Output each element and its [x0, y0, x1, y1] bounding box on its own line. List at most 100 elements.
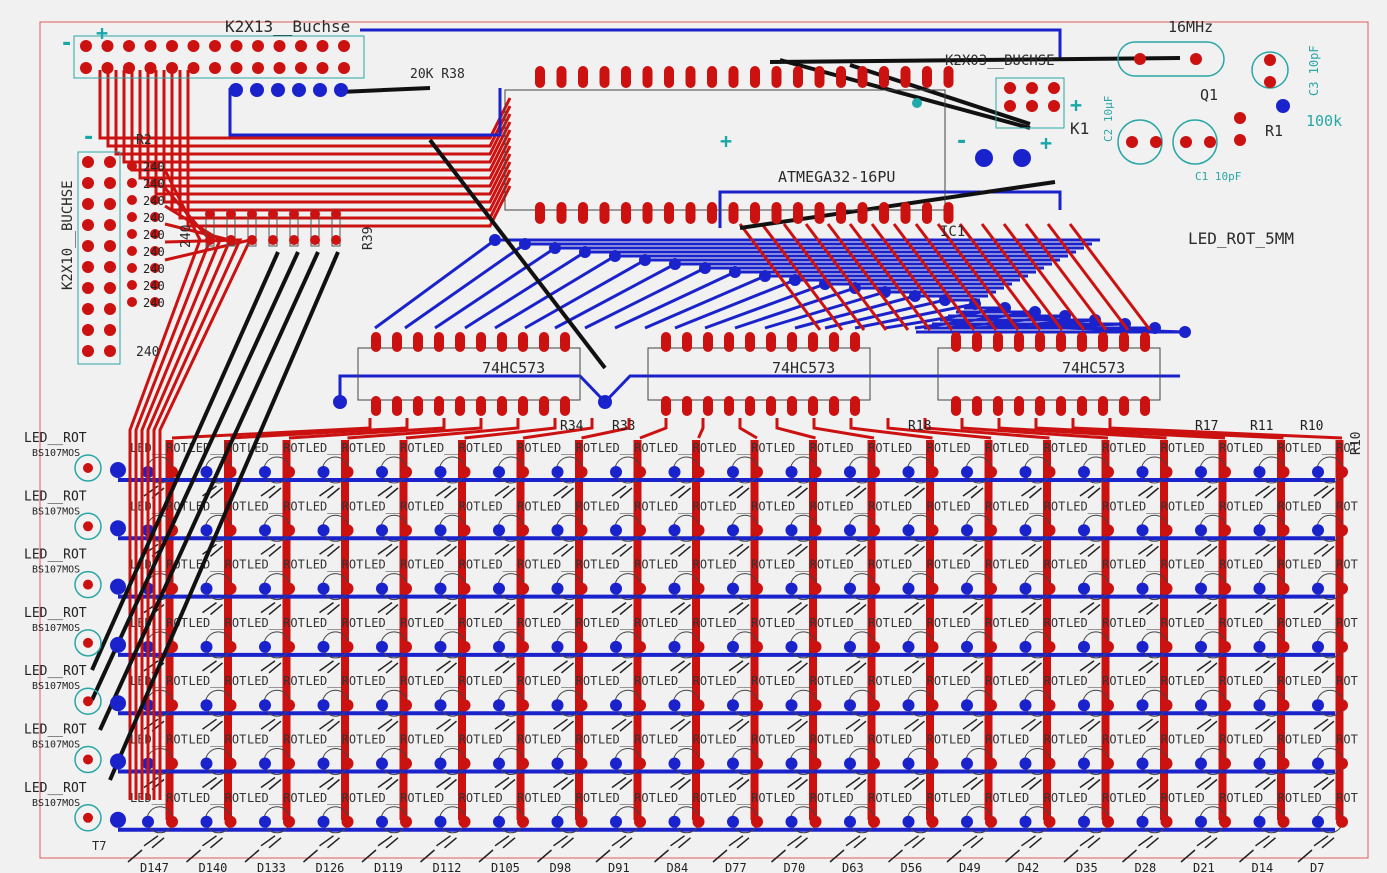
header-side-pin	[104, 198, 116, 210]
latch-pin	[703, 396, 713, 416]
led-silk: LED__ROT	[481, 441, 539, 455]
led-arrow	[1021, 543, 1036, 555]
power-pad	[1013, 149, 1031, 167]
led-pad-anode	[1219, 757, 1231, 770]
led-silk: LED__ROT	[306, 616, 364, 630]
led-silk: LED__ROT	[774, 616, 832, 630]
led-pad-anode	[1043, 582, 1056, 595]
led-pad-cathode	[961, 582, 973, 595]
led-pad-anode	[751, 699, 763, 712]
led-arrow	[377, 543, 393, 555]
k1-outline	[995, 77, 1065, 129]
led-pad-cathode	[727, 815, 739, 828]
transistor-outline	[74, 687, 102, 715]
led-pad-anode	[985, 699, 997, 712]
led-pad-cathode	[1312, 699, 1324, 712]
mcu-pin	[535, 66, 545, 88]
led-arrow	[787, 835, 802, 847]
resistor-pad	[331, 235, 341, 245]
led-silk: LED__ROT	[891, 791, 949, 805]
led-silk: LED__ROT	[423, 791, 481, 805]
led-arrow	[210, 837, 223, 849]
led-silk: LED__ROT	[1066, 733, 1124, 747]
resistor-value: 240	[143, 177, 165, 191]
header-side-label: K2X10__BUCHSE	[60, 180, 76, 290]
led-arrow	[1313, 543, 1329, 555]
res-r10-label: R10	[1349, 432, 1364, 455]
mcu-trace	[782, 223, 866, 331]
led-pad-cathode	[259, 815, 271, 828]
led-pad-cathode	[434, 466, 447, 478]
led-pad-cathode	[317, 699, 330, 712]
led-silk: LED__ROT	[1300, 616, 1358, 630]
led-pad-anode	[1336, 582, 1348, 595]
resistor-pad	[150, 161, 160, 171]
led-pad-cathode	[317, 582, 330, 595]
res-r1-label: R1	[1265, 122, 1283, 140]
led-silk: LED__ROT	[423, 616, 481, 630]
led-arrow	[845, 601, 861, 614]
led-arrow	[1321, 604, 1335, 616]
led-arrow	[611, 776, 627, 789]
led-pad-cathode	[727, 699, 739, 712]
led-row-labels: LED__ROTBS107MOSLED__ROTBS107MOSLED__ROT…	[24, 431, 126, 832]
side-trace	[140, 204, 222, 800]
led-arrow	[1204, 604, 1218, 616]
led-pad-anode	[926, 699, 939, 712]
led-arrow	[1146, 487, 1159, 499]
led-silk: LED__ROT	[1066, 441, 1124, 455]
led-arrow	[1204, 545, 1218, 557]
led-pad-cathode	[1253, 815, 1266, 828]
led-pad-anode	[868, 699, 880, 712]
header-pin	[80, 40, 92, 52]
led-arrow	[611, 660, 627, 672]
latch-fanout-trace	[1108, 418, 1343, 440]
led-arrow	[1204, 720, 1218, 732]
latch-fanout-trace	[738, 418, 758, 440]
led-pad-anode	[1219, 466, 1231, 478]
led-pad-cathode	[1019, 699, 1032, 712]
led-pad-anode	[985, 466, 997, 478]
led-pad-anode	[224, 699, 237, 712]
led-arrow	[1196, 601, 1212, 614]
header-pin	[316, 40, 329, 52]
mcu-trace	[826, 223, 910, 331]
transistor-pad	[110, 520, 126, 537]
led-pad-anode	[224, 524, 237, 537]
led-pad-cathode	[1195, 699, 1207, 712]
cap-pad	[1264, 76, 1276, 88]
led-arrow	[845, 776, 861, 789]
led-arrow	[678, 604, 691, 616]
led-pad-cathode	[844, 524, 856, 537]
header-side-pin	[82, 219, 94, 231]
header-side-pin	[104, 240, 116, 252]
led-silk: LED__ROT	[481, 733, 539, 747]
led-arrow	[845, 835, 861, 847]
led-silk: LED__ROT	[481, 558, 539, 572]
led-arrow	[904, 601, 919, 614]
led-silk: LED__ROT	[1183, 499, 1241, 513]
led-arrow	[712, 849, 728, 863]
led-arrow	[795, 604, 808, 616]
led-pad-anode	[751, 582, 763, 595]
resistor-pad	[150, 229, 160, 239]
led-silk: LED__ROT	[657, 499, 715, 513]
led-arrow	[1079, 601, 1095, 614]
led-arrow	[771, 849, 786, 863]
k1-pin	[1004, 82, 1016, 94]
latch-pin	[993, 396, 1003, 416]
led-silk: LED__ROT	[774, 674, 832, 688]
mcu-trace	[892, 223, 976, 331]
header-pin	[295, 62, 307, 74]
led-pad-cathode	[902, 640, 915, 653]
transistor-pad	[83, 521, 93, 532]
led-silk: LED__ROT	[423, 441, 481, 455]
led-pad-cathode	[1078, 699, 1090, 712]
latch-fanout-trace	[1071, 418, 1284, 440]
led-pad-cathode	[1195, 582, 1207, 595]
led-pad-cathode	[902, 582, 915, 595]
led-arrow	[244, 849, 260, 863]
led-pad-cathode	[961, 757, 973, 770]
led-arrow	[728, 601, 744, 614]
